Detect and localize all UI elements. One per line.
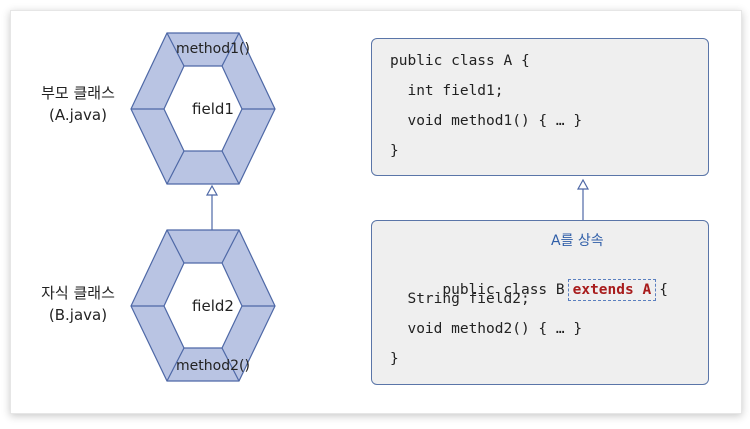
class-a-line-4: }: [390, 143, 399, 159]
class-b-line-3: void method2() { … }: [390, 321, 583, 337]
diagram-canvas: method1() field1 field2 method2(): [10, 10, 742, 414]
child-hexagon: field2 method2(): [130, 229, 276, 382]
inheritance-hexagon-diagram: method1() field1 field2 method2(): [130, 32, 590, 382]
child-field-label: field2: [192, 297, 234, 315]
class-b-declaration: public class B: [442, 282, 565, 298]
parent-field-label: field1: [192, 100, 234, 118]
class-a-line-2: int field1;: [390, 83, 504, 99]
child-class-label: 자식 클래스 (B.java): [18, 282, 138, 326]
class-a-line-3: void method1() { … }: [390, 113, 583, 129]
parent-class-label-title: 부모 클래스: [41, 84, 115, 102]
extends-keyword-box: extends A: [567, 279, 657, 301]
child-method-label: method2(): [176, 358, 250, 374]
class-a-code-box: public class A { int field1; void method…: [371, 38, 709, 176]
class-a-line-1: public class A {: [390, 53, 530, 69]
class-b-line-2: String field2;: [390, 291, 530, 307]
parent-hexagon: method1() field1: [130, 32, 276, 185]
class-b-open-brace: {: [659, 282, 668, 298]
parent-method-label: method1(): [176, 41, 250, 57]
parent-class-label: 부모 클래스 (A.java): [18, 82, 138, 126]
child-class-label-title: 자식 클래스: [41, 284, 115, 302]
class-b-line-4: }: [390, 351, 399, 367]
hexagon-inheritance-arrow: [205, 184, 219, 230]
parent-class-label-file: (A.java): [49, 106, 107, 124]
extends-caption: A를 상속: [548, 230, 607, 250]
child-class-label-file: (B.java): [48, 306, 108, 324]
